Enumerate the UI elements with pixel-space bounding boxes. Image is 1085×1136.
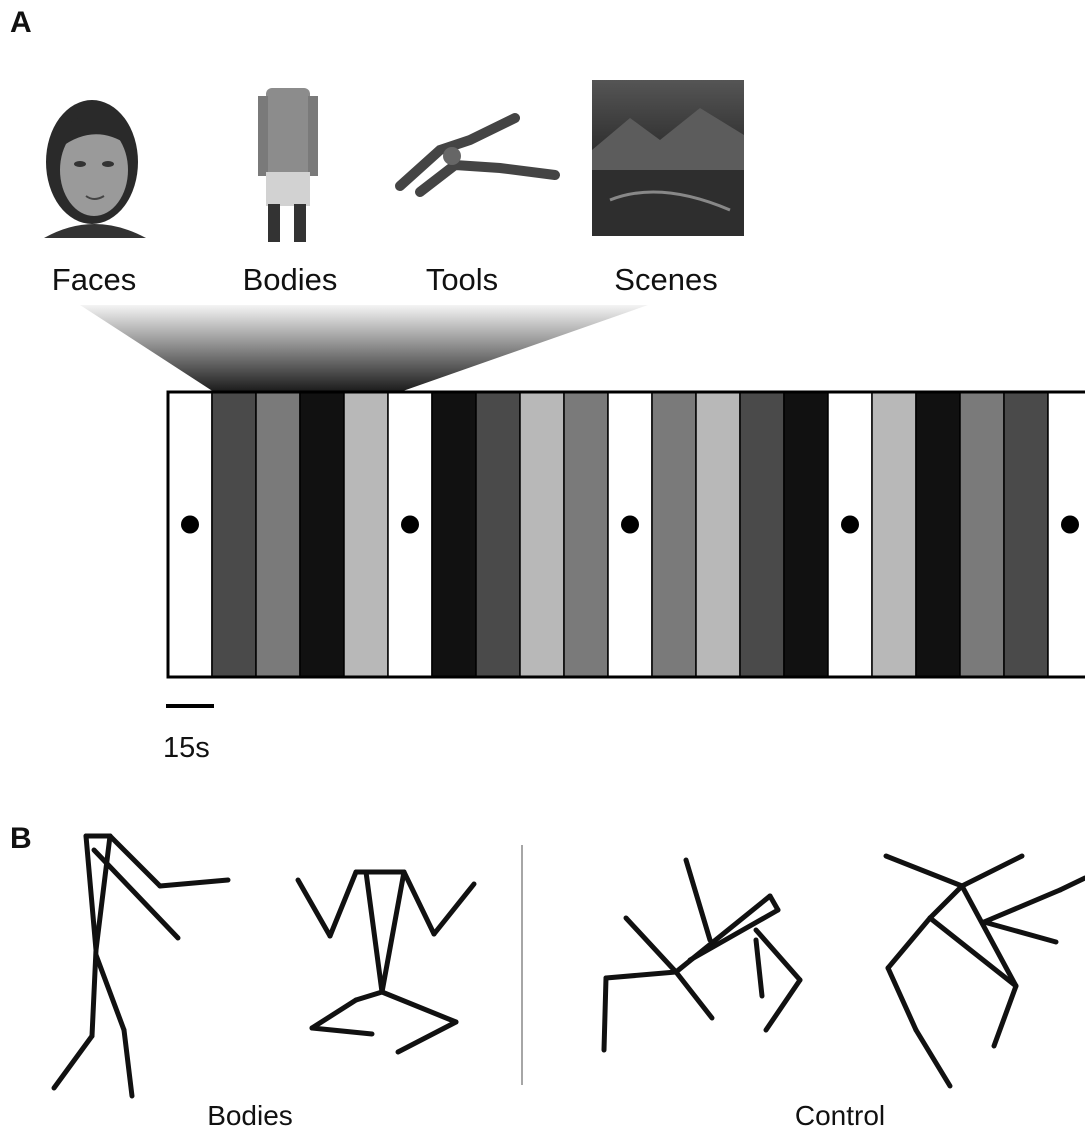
block-light [696, 392, 740, 677]
expansion-fan [80, 305, 648, 392]
block-light [520, 392, 564, 677]
control-stick-figure-1 [604, 860, 800, 1050]
block-mid [960, 392, 1004, 677]
control-caption: Control [720, 1100, 960, 1132]
pliers-photo-icon [400, 118, 555, 192]
block-dark [476, 392, 520, 677]
scale-label: 15s [163, 732, 210, 765]
body-stick-figure-1 [54, 836, 228, 1096]
block-black [432, 392, 476, 677]
fixation-dot [841, 516, 859, 534]
block-dark [1004, 392, 1048, 677]
block-fixation [608, 392, 652, 677]
fixation-dot [401, 516, 419, 534]
fixation-dot [621, 516, 639, 534]
block-fixation [1048, 392, 1085, 677]
block-mid [256, 392, 300, 677]
body-stick-figure-2 [298, 872, 474, 1052]
block-mid [652, 392, 696, 677]
fixation-dot [181, 516, 199, 534]
bodies-caption: Bodies [130, 1100, 370, 1132]
block-dark [212, 392, 256, 677]
block-mid [564, 392, 608, 677]
block-light [872, 392, 916, 677]
category-label-scenes: Scenes [566, 262, 766, 298]
block-fixation [388, 392, 432, 677]
block-fixation [168, 392, 212, 677]
face-photo-icon [44, 100, 146, 238]
block-black [784, 392, 828, 677]
block-dark [740, 392, 784, 677]
block-black [916, 392, 960, 677]
block-black [300, 392, 344, 677]
body-photo-icon [258, 88, 318, 242]
category-label-tools: Tools [362, 262, 562, 298]
fixation-dot [1061, 516, 1079, 534]
category-label-faces: Faces [0, 262, 194, 298]
block-light [344, 392, 388, 677]
category-label-bodies: Bodies [190, 262, 390, 298]
block-fixation [828, 392, 872, 677]
control-stick-figure-2 [886, 856, 1085, 1086]
block-timeline [168, 392, 1085, 677]
landscape-photo-icon [592, 80, 744, 236]
